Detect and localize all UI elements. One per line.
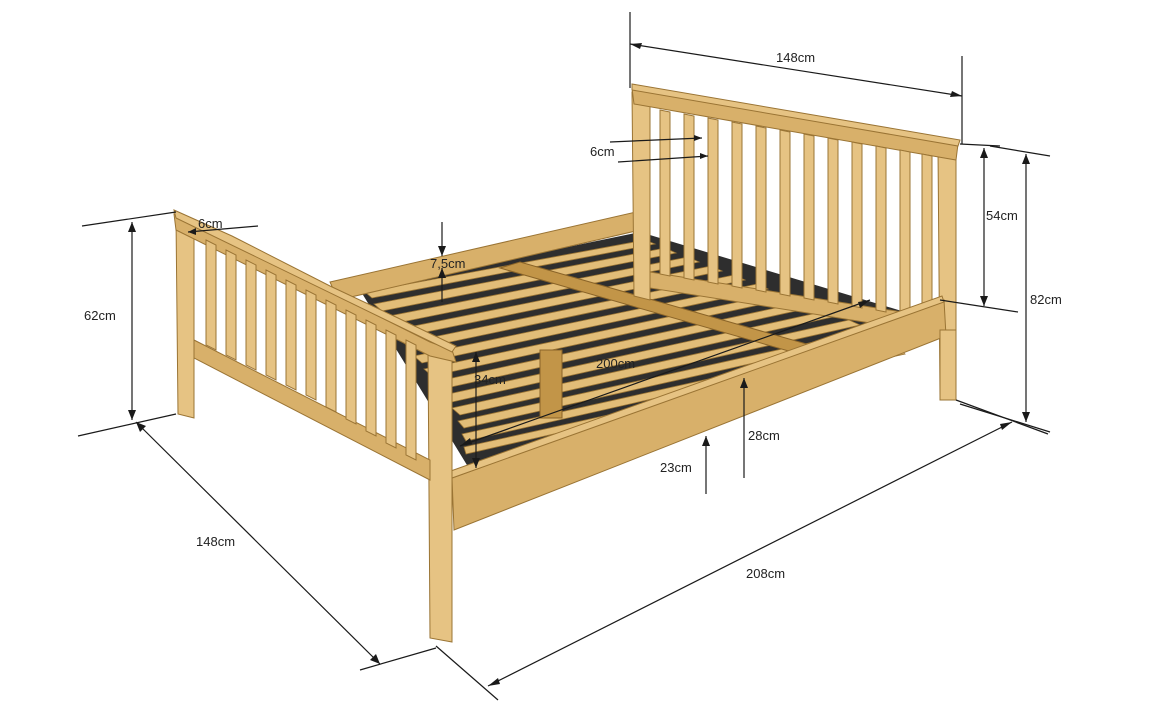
label-headboard-post: 6cm <box>590 144 615 159</box>
headboard-slat <box>659 109 671 277</box>
label-floor-clearance: 23cm <box>660 460 692 475</box>
label-footboard-post: 6cm <box>198 216 223 231</box>
headboard-top-cap <box>631 83 961 147</box>
headboard-slat <box>827 137 839 305</box>
label-frame-inner-height: 34cm <box>474 372 506 387</box>
footboard-slat <box>305 289 317 401</box>
footboard-slat <box>265 269 277 381</box>
footboard-slat <box>245 259 257 371</box>
footboard-front-post <box>427 347 453 643</box>
dimension-labels: 148cm 6cm 54cm 82cm 6cm 62cm 7,5cm 34cm … <box>84 50 1062 581</box>
footboard-slats <box>205 239 417 461</box>
back-right-leg <box>939 329 957 401</box>
label-width: 148cm <box>196 534 235 549</box>
label-footboard-height: 62cm <box>84 308 116 323</box>
label-headboard-total-height: 82cm <box>1030 292 1062 307</box>
dimension-lines <box>77 12 1051 701</box>
headboard-slat <box>803 133 815 301</box>
headboard <box>631 83 961 401</box>
footboard-left-post <box>175 217 195 419</box>
label-inner-length: 200cm <box>596 356 635 371</box>
label-slat-height: 7,5cm <box>430 256 465 271</box>
center-leg <box>539 349 563 419</box>
label-headboard-width: 148cm <box>776 50 815 65</box>
footboard-slat <box>365 319 377 437</box>
headboard-slat <box>779 129 791 297</box>
headboard-slats <box>659 109 933 321</box>
headboard-slat <box>851 141 863 309</box>
footboard-slat <box>345 309 357 425</box>
headboard-slat <box>921 153 933 321</box>
label-leg-height: 28cm <box>748 428 780 443</box>
headboard-slat <box>731 121 743 289</box>
footboard-slat <box>205 239 217 351</box>
label-length: 208cm <box>746 566 785 581</box>
footboard-slat <box>285 279 297 391</box>
footboard-top-cap <box>173 209 457 353</box>
headboard-slat <box>899 149 911 317</box>
label-headboard-panel-height: 54cm <box>986 208 1018 223</box>
footboard-slat <box>385 329 397 449</box>
headboard-slat <box>707 117 719 285</box>
footboard-slat <box>405 339 417 461</box>
headboard-slat <box>875 145 887 313</box>
headboard-slat <box>683 113 695 281</box>
footboard-slat <box>325 299 337 413</box>
footboard-slat <box>225 249 237 361</box>
bed-frame <box>173 83 961 643</box>
footboard <box>173 209 457 643</box>
headboard-left-post <box>631 91 651 301</box>
headboard-slat <box>755 125 767 293</box>
